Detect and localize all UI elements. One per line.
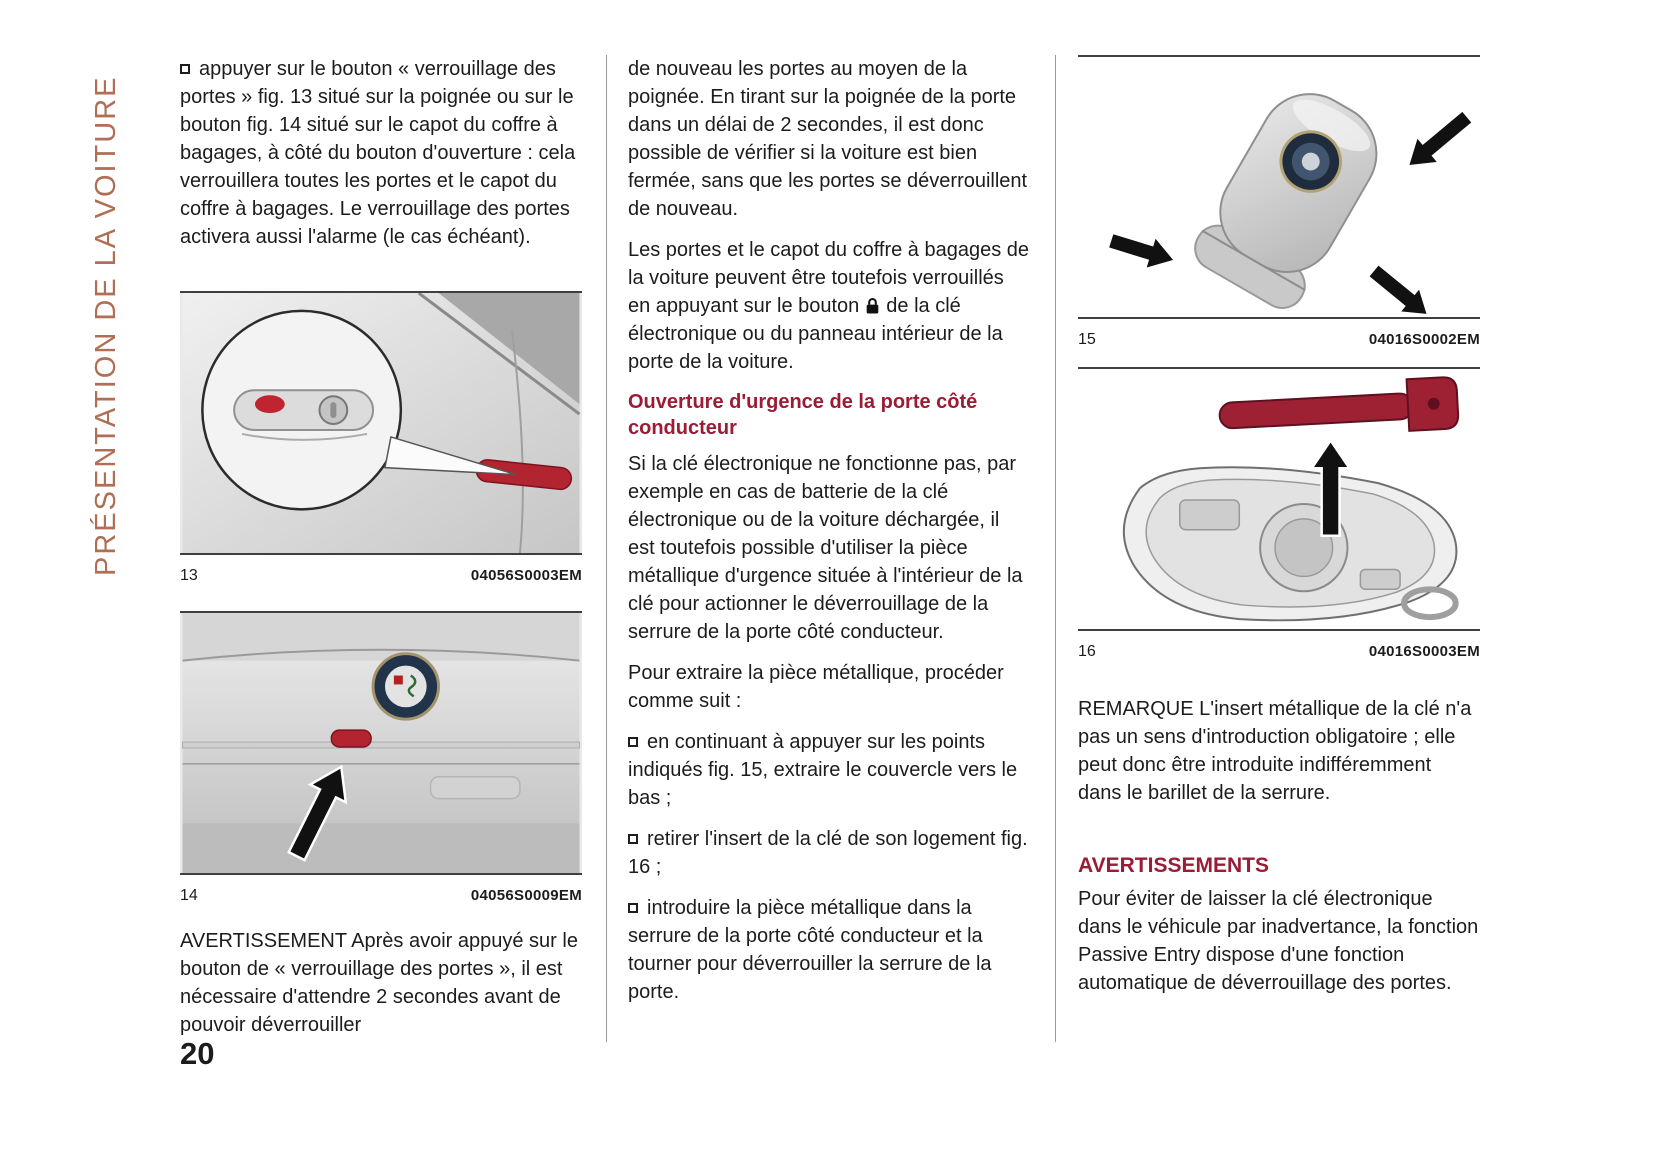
list-item: en continuant à appuyer sur les points i… <box>628 728 1030 812</box>
door-handle-illustration <box>182 293 581 553</box>
figure-caption: 14 04056S0009EM <box>180 882 582 910</box>
figure-code: 04016S0003EM <box>1368 643 1480 660</box>
arrow-icon <box>1366 262 1430 317</box>
arrow-icon <box>287 764 348 862</box>
bullet-text: retirer l'insert de la clé de son logeme… <box>628 828 1028 878</box>
figure-code: 04056S0003EM <box>470 567 582 584</box>
warning-paragraph: AVERTISSEMENT Après avoir appuyé sur le … <box>180 930 578 1036</box>
warnings-heading: AVERTISSEMENTS <box>1078 854 1269 877</box>
column-divider <box>606 55 607 1042</box>
figure-16: 16 04016S0003EM <box>1078 367 1480 666</box>
key-insert-photo <box>1078 369 1480 631</box>
metal-insert <box>1218 376 1460 432</box>
figure-number: 15 <box>1078 331 1096 348</box>
alfa-emblem <box>1279 130 1343 193</box>
figure-13: 13 04056S0003EM <box>180 291 582 590</box>
column-divider <box>1055 55 1056 1042</box>
warnings-paragraph: Pour éviter de laisser la clé électroniq… <box>1078 888 1479 994</box>
trunk-lock-button <box>330 729 372 748</box>
paragraph: de nouveau les portes au moyen de la poi… <box>628 58 1028 220</box>
bullet-text: introduire la pièce métallique dans la s… <box>628 897 992 1003</box>
paragraph-with-lock: Les portes et le capot du coffre à bagag… <box>628 236 1030 376</box>
door-handle-photo <box>180 293 582 555</box>
window-area <box>438 293 580 405</box>
figure-15: 15 04016S0002EM <box>1078 55 1480 354</box>
bullet-text: en continuant à appuyer sur les points i… <box>628 731 1018 809</box>
list-item: retirer l'insert de la clé de son logeme… <box>628 825 1030 881</box>
figure-code: 04016S0002EM <box>1368 331 1480 348</box>
column-2: de nouveau les portes au moyen de la poi… <box>628 55 1030 1019</box>
square-bullet-icon <box>628 737 638 747</box>
figure-caption: 13 04056S0003EM <box>180 562 582 590</box>
lock-icon <box>866 298 879 314</box>
bullet-text: appuyer sur le bouton « verrouillage des… <box>180 58 576 248</box>
magnifier-pointer <box>384 435 517 476</box>
red-lock-button <box>254 395 285 414</box>
arrow-icon <box>1406 109 1475 168</box>
square-bullet-icon <box>628 834 638 844</box>
section-title-vertical: PRÉSENTATION DE LA VOITURE <box>90 75 122 576</box>
square-bullet-icon <box>628 903 638 913</box>
figure-number: 14 <box>180 887 198 904</box>
section-heading: Ouverture d'urgence de la porte côté con… <box>628 391 978 439</box>
figure-caption: 15 04016S0002EM <box>1078 326 1480 354</box>
paragraph: Si la clé électronique ne fonctionne pas… <box>628 453 1023 643</box>
list-item: introduire la pièce métallique dans la s… <box>628 894 1030 1006</box>
trunk-illustration <box>182 613 580 873</box>
text-before-icon: Les portes et le capot du coffre à bagag… <box>628 239 1030 317</box>
key-insert-illustration <box>1080 369 1478 629</box>
key-fob-illustration <box>1080 57 1478 317</box>
figure-number: 13 <box>180 567 198 584</box>
arrow-icon <box>1309 438 1352 537</box>
arrow-icon <box>1106 231 1177 271</box>
trunk-photo <box>180 613 582 875</box>
figure-number: 16 <box>1078 643 1096 660</box>
page-number: 20 <box>180 1036 215 1071</box>
remark-paragraph: REMARQUE L'insert métallique de la clé n… <box>1078 698 1472 804</box>
alfa-emblem <box>371 652 441 721</box>
key-fob-photo <box>1078 57 1480 319</box>
figure-caption: 16 04016S0003EM <box>1078 638 1480 666</box>
paragraph: Pour extraire la pièce métallique, procé… <box>628 662 1004 712</box>
figure-code: 04056S0009EM <box>470 887 582 904</box>
list-item: appuyer sur le bouton « verrouillage des… <box>180 55 582 251</box>
key-fob <box>1194 93 1378 309</box>
square-bullet-icon <box>180 64 190 74</box>
text-after-icon: de la clé électronique ou du panneau int… <box>628 295 1003 373</box>
figure-14: 14 04056S0009EM <box>180 611 582 910</box>
key-ring-loop <box>1401 586 1459 621</box>
